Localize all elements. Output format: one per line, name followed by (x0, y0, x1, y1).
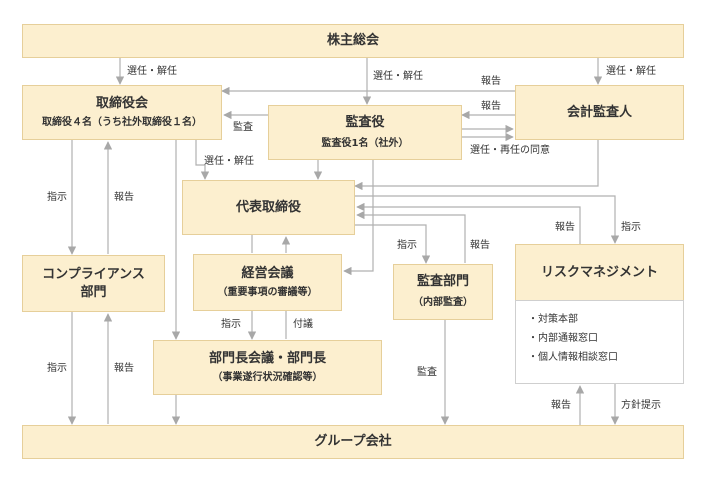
label-elect-consent: 選任・再任の同意 (470, 145, 550, 156)
node-title: コンプライアンス 部門 (42, 266, 145, 300)
label-attach: 付議 (293, 319, 313, 330)
node-group: グループ会社 (22, 425, 684, 459)
label-audit: 監査 (233, 122, 253, 133)
label-instruct: 指示 (47, 192, 67, 203)
node-compliance: コンプライアンス 部門 (22, 255, 165, 312)
label-elect-dismiss: 選任・解任 (606, 66, 656, 77)
node-auditor: 監査役 監査役1名（社外） (268, 105, 462, 160)
node-risk-management: リスクマネジメント (515, 244, 684, 301)
label-report: 報告 (470, 240, 490, 251)
node-subtitle: 取締役４名（うち社外取締役１名） (42, 116, 202, 128)
node-title: 会計監査人 (566, 104, 632, 120)
label-report: 報告 (114, 192, 134, 203)
label-instruct: 指示 (47, 363, 67, 374)
node-subtitle: （重要事項の審議等） (217, 286, 318, 298)
label-audit: 監査 (417, 367, 437, 378)
list-item: ・内部通報窓口 (528, 333, 598, 344)
node-subtitle: 監査役1名（社外） (321, 137, 409, 149)
node-dept-meeting: 部門長会議・部門長 （事業遂行状況確認等） (153, 340, 382, 395)
label-elect-dismiss: 選任・解任 (204, 156, 254, 167)
node-title: 部門長会議・部門長 (208, 350, 326, 366)
node-accounting-auditor: 会計監査人 (515, 85, 684, 140)
node-title: 株主総会 (326, 33, 379, 48)
list-item: ・個人情報相談窓口 (528, 352, 618, 363)
node-management-meeting: 経営会議 （重要事項の審議等） (193, 254, 342, 311)
node-title: 監査役 (345, 114, 385, 130)
label-report: 報告 (551, 400, 571, 411)
node-shareholders: 株主総会 (22, 24, 684, 58)
label-elect-dismiss: 選任・解任 (373, 71, 423, 82)
label-instruct: 指示 (621, 222, 641, 233)
node-subtitle: （内部監査） (413, 297, 473, 308)
label-report: 報告 (481, 76, 501, 87)
node-title: リスクマネジメント (540, 264, 658, 280)
node-representative: 代表取締役 (182, 180, 355, 235)
node-title: 経営会議 (241, 265, 294, 281)
node-title: 代表取締役 (235, 199, 301, 215)
label-instruct: 指示 (221, 319, 241, 330)
node-title: 取締役会 (95, 95, 148, 111)
node-internal-audit: 監査部門 （内部監査） (393, 264, 493, 320)
node-title: グループ会社 (314, 434, 392, 449)
node-board: 取締役会 取締役４名（うち社外取締役１名） (22, 85, 222, 140)
risk-management-list: ・対策本部 ・内部通報窓口 ・個人情報相談窓口 (515, 300, 684, 384)
list-item: ・対策本部 (528, 314, 578, 325)
label-elect-dismiss: 選任・解任 (127, 66, 177, 77)
label-report: 報告 (481, 101, 501, 112)
label-policy: 方針提示 (621, 400, 661, 411)
label-report: 報告 (555, 222, 575, 233)
label-instruct: 指示 (397, 240, 417, 251)
node-title: 監査部門 (416, 274, 469, 289)
label-report: 報告 (114, 363, 134, 374)
node-subtitle: （事業遂行状況確認等） (212, 371, 323, 383)
